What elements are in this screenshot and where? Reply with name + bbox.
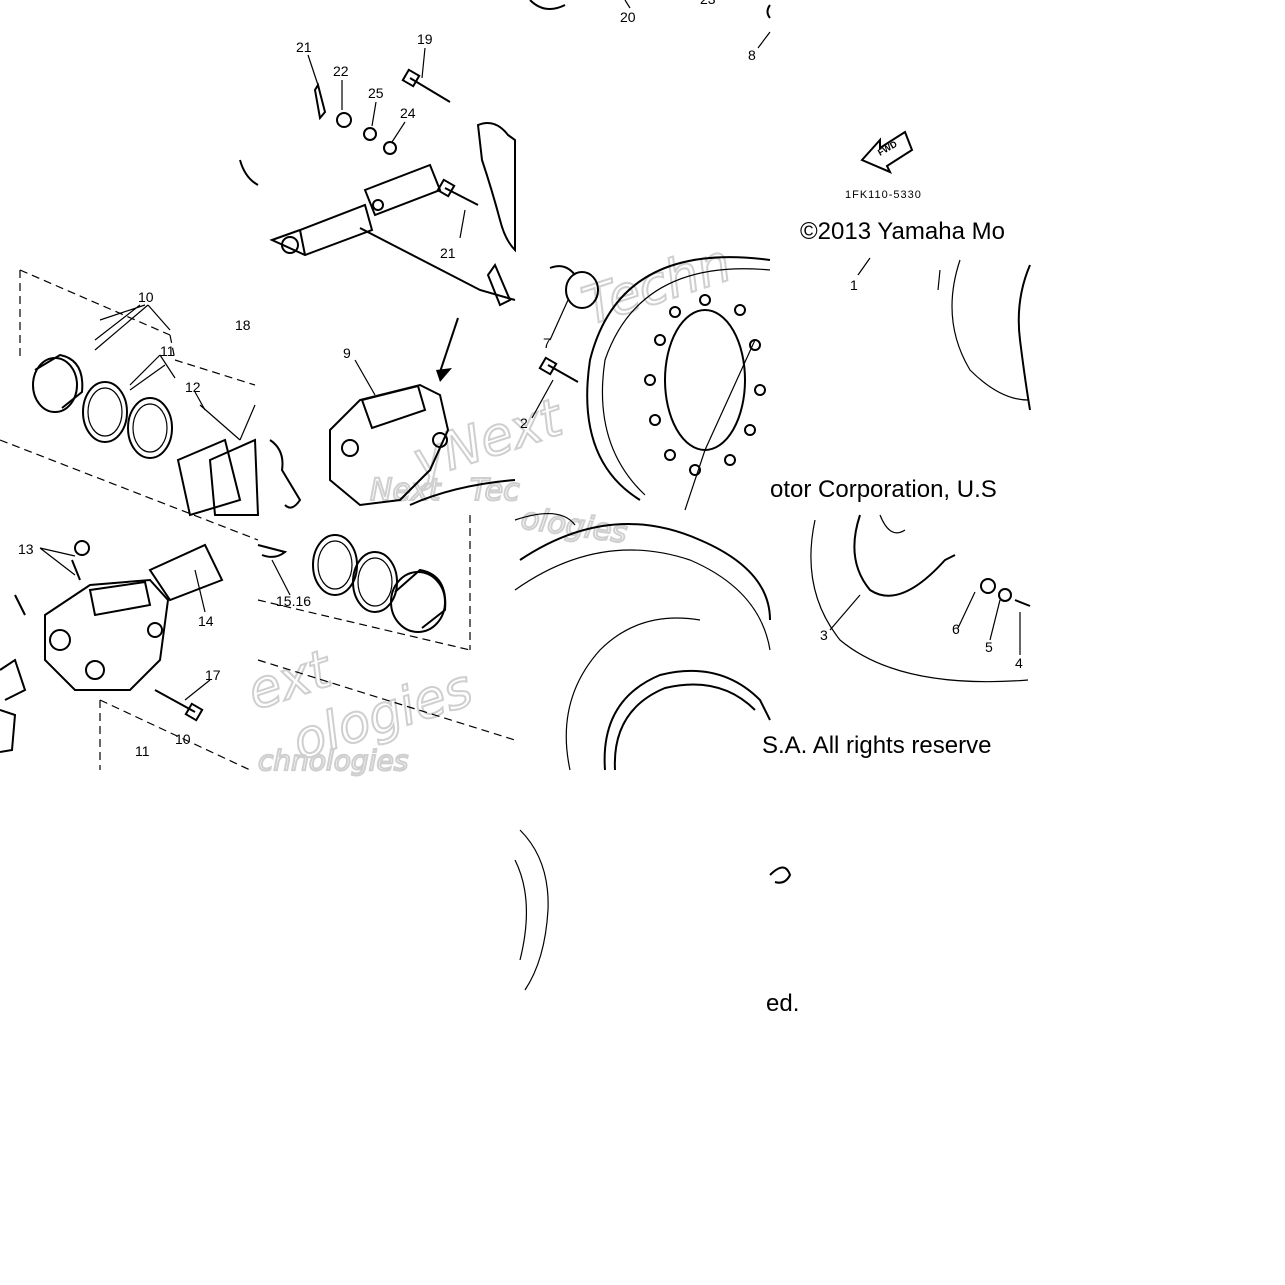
part-label: 21 bbox=[296, 39, 312, 55]
part-label: 10 bbox=[175, 731, 191, 747]
fwd-arrow-icon: FWD bbox=[860, 130, 914, 174]
copyright-line-2: otor Corporation, U.S bbox=[770, 476, 997, 503]
part-label: 17 bbox=[205, 667, 221, 683]
drawing-code: 1FK110-5330 bbox=[845, 189, 922, 201]
part-label: 24 bbox=[400, 105, 416, 121]
part-label: 3 bbox=[820, 627, 828, 643]
caliper-body-upper bbox=[329, 262, 516, 507]
part-label: 9 bbox=[343, 345, 351, 361]
part-label: 7 bbox=[543, 335, 551, 351]
copyright-line-4: ed. bbox=[766, 990, 800, 1017]
part-label: 14 bbox=[198, 613, 214, 629]
watermark-text: chnologies bbox=[258, 744, 408, 777]
part-label: 18 bbox=[235, 317, 251, 333]
part-label: 21 bbox=[440, 245, 456, 261]
part-label: 11 bbox=[160, 343, 175, 359]
part-label: 11 bbox=[135, 743, 150, 759]
part-number-labels: 21 22 25 24 19 21 20 8 10 11 12 18 9 13 … bbox=[18, 0, 1023, 759]
part-8-outline bbox=[766, 4, 771, 19]
part-label: 1 bbox=[850, 277, 858, 293]
watermark-text: ologies bbox=[519, 501, 629, 550]
leader-lines bbox=[39, 0, 1021, 701]
part-label: 5 bbox=[985, 639, 993, 655]
brake-disc bbox=[538, 256, 771, 511]
part-label: 12 bbox=[185, 379, 201, 395]
part-20-outline bbox=[529, 0, 566, 10]
part-label: 25 bbox=[368, 85, 384, 101]
caliper-body-lower bbox=[0, 540, 251, 771]
part-label: 23 bbox=[700, 0, 716, 7]
tile-gaps bbox=[515, 0, 770, 255]
part-label: 10 bbox=[138, 289, 154, 305]
part-label: 20 bbox=[620, 9, 636, 25]
piston-seal-set-left bbox=[0, 269, 302, 541]
part-label: 13 bbox=[18, 541, 34, 557]
leader-8 bbox=[757, 31, 771, 49]
part-label: 2 bbox=[520, 415, 528, 431]
wheel-rim bbox=[514, 259, 1031, 991]
copyright-line-1: ©2013 Yamaha Mo bbox=[800, 218, 1005, 245]
part-label: 22 bbox=[333, 63, 349, 79]
part-label: 8 bbox=[748, 47, 756, 63]
piston-seal-set-right bbox=[257, 515, 516, 741]
part-label: 19 bbox=[417, 31, 433, 47]
part-label: 4 bbox=[1015, 655, 1023, 671]
caliper-bracket-assembly bbox=[239, 68, 516, 382]
part-label: 6 bbox=[952, 621, 960, 637]
copyright-line-3: S.A. All rights reserve bbox=[762, 732, 992, 759]
part-label: 15.16 bbox=[276, 593, 311, 609]
watermark-text: Tec bbox=[470, 473, 520, 508]
